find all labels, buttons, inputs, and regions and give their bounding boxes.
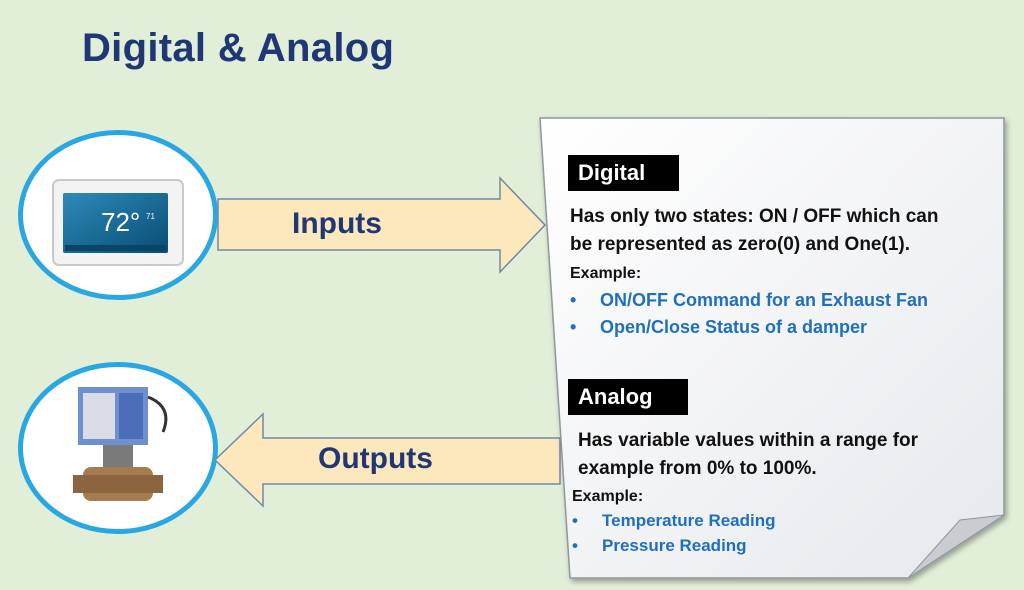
- analog-example-item: •Temperature Reading: [572, 511, 776, 530]
- analog-example-item: •Pressure Reading: [572, 536, 747, 555]
- thermostat-temp: 72°: [101, 207, 140, 237]
- analog-desc-line1: Has variable values within a range for: [578, 430, 919, 451]
- digital-header: Digital: [568, 155, 679, 191]
- thermostat-image-circle: 72° 71: [18, 130, 218, 300]
- analog-header: Analog: [568, 379, 688, 415]
- digital-desc-line1: Has only two states: ON / OFF which can: [570, 206, 939, 227]
- actuator-image-circle: [18, 362, 218, 534]
- thermostat-setpoint: 71: [146, 212, 155, 221]
- thermostat-icon: 72° 71: [52, 179, 184, 266]
- outputs-label: Outputs: [318, 442, 433, 475]
- page-title: Digital & Analog: [82, 26, 395, 70]
- analog-example-label: Example:: [572, 488, 644, 505]
- digital-example-item: •ON/OFF Command for an Exhaust Fan: [570, 290, 929, 310]
- digital-example-item: •Open/Close Status of a damper: [570, 317, 868, 337]
- digital-desc-line2: be represented as zero(0) and One(1).: [570, 234, 910, 255]
- digital-example-label: Example:: [570, 265, 642, 282]
- inputs-label: Inputs: [292, 207, 382, 240]
- valve-actuator-icon: [73, 387, 168, 501]
- analog-desc-line2: example from 0% to 100%.: [578, 458, 817, 479]
